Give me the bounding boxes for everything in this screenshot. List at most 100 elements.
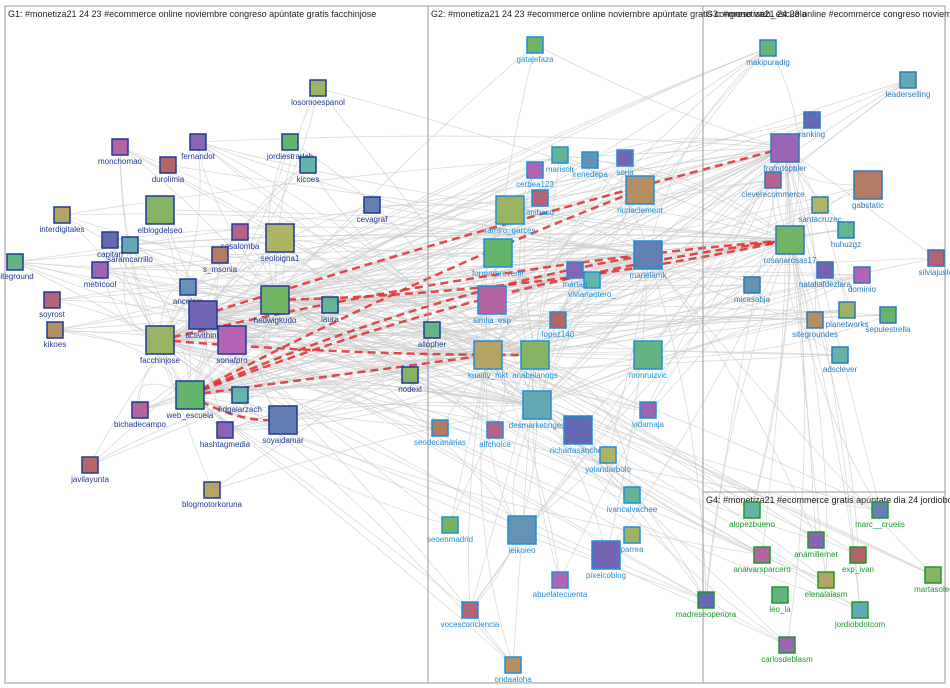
node-label: marc__crueiis	[855, 520, 905, 529]
node-monruizvic[interactable]: monruizvic	[629, 341, 667, 380]
node-avatar	[160, 157, 176, 173]
node-label: dominio	[848, 285, 877, 294]
node-avatar	[44, 292, 60, 308]
node-simlia-esp[interactable]: simlia_esp	[473, 286, 511, 325]
node-label: martasoler	[914, 585, 950, 594]
node-avatar	[176, 381, 204, 409]
node-avatar	[765, 172, 781, 188]
node-label: sonafpro	[216, 356, 248, 365]
node-leo-la[interactable]: leo_la	[769, 587, 791, 614]
node-label: blogmotorkoruna	[182, 500, 243, 509]
node-avatar	[817, 262, 833, 278]
node-label: gabstatic	[852, 201, 884, 210]
node-label: abuelatecuenta	[533, 590, 588, 599]
node-avatar	[779, 637, 795, 653]
node-marielamk[interactable]: marielamk	[630, 241, 668, 280]
node-label: durolimia	[152, 175, 185, 184]
node-avatar	[854, 171, 882, 199]
node-label: elenalaiasm	[805, 590, 848, 599]
node-label: web_escuela	[166, 411, 214, 420]
node-label: allopher	[418, 340, 447, 349]
node-label: leo_la	[769, 605, 791, 614]
node-label: seoenmadrid	[427, 535, 473, 544]
node-label: bichadecampo	[114, 420, 167, 429]
node-avatar	[850, 547, 866, 563]
node-avatar	[322, 297, 338, 313]
node-label: s_msonia	[203, 265, 238, 274]
node-avatar	[640, 402, 656, 418]
node-avatar	[626, 176, 654, 204]
node-avatar	[132, 402, 148, 418]
node-avatar	[523, 391, 551, 419]
node-label: pixelcoblog	[586, 571, 626, 580]
node-label: ondaaloha	[494, 675, 532, 684]
panel-title-g4: G4: #monetiza21 #ecommerce gratis apúnta…	[706, 495, 950, 505]
node-laura[interactable]: laura	[321, 297, 339, 324]
node-soria[interactable]: soria	[616, 150, 634, 177]
node-label: monruizvic	[629, 371, 667, 380]
node-label: marielamk	[630, 271, 668, 280]
node-parrea[interactable]: parrea	[620, 527, 644, 554]
node-kicoes[interactable]: kicoes	[297, 157, 320, 184]
node-avatar	[744, 277, 760, 293]
node-label: marisolr	[546, 165, 575, 174]
node-label: leikoleo	[508, 546, 536, 555]
node-label: formarprevenir	[472, 269, 524, 278]
node-label: kikoes	[44, 340, 67, 349]
node-avatar	[47, 322, 63, 338]
node-label: micasabja	[734, 295, 771, 304]
node-label: alopezbueno	[729, 520, 775, 529]
node-activithink[interactable]: activithink	[185, 301, 221, 340]
node-label: carlosdeblasm	[761, 655, 813, 664]
node-label: vidamaja	[632, 420, 665, 429]
node-kuality-mkt[interactable]: kuality_mkt	[468, 341, 509, 380]
node-label: cleverecommerce	[741, 190, 805, 199]
node-avatar	[832, 347, 848, 363]
node-avatar	[204, 482, 220, 498]
node-avatar	[112, 139, 128, 155]
node-label: elblogdelseo	[138, 226, 183, 235]
node-label: yolandarbolo	[585, 465, 631, 474]
node-label: santacruzec	[798, 215, 841, 224]
node-avatar	[54, 207, 70, 223]
node-avatar	[839, 302, 855, 318]
node-label: interdigitales	[40, 225, 85, 234]
node-nodexl[interactable]: nodexl	[398, 367, 422, 394]
node-sonafpro[interactable]: sonafpro	[216, 326, 248, 365]
node-label: fernandot	[181, 152, 216, 161]
node-avatar	[808, 532, 824, 548]
node-avatar	[852, 602, 868, 618]
node-avatar	[7, 254, 23, 270]
node-avatar	[634, 241, 662, 269]
node-kikoes[interactable]: kikoes	[44, 322, 67, 349]
node-label: huhuzgz	[831, 240, 861, 249]
node-label: ivancalvachee	[607, 505, 658, 514]
node-leikoleo[interactable]: leikoleo	[508, 516, 536, 555]
node-avatar	[567, 262, 583, 278]
node-label: kuality_mkt	[468, 371, 509, 380]
node-label: planetworks	[826, 320, 869, 329]
node-label: martag	[563, 280, 588, 289]
node-avatar	[804, 112, 820, 128]
node-label: lopez140	[542, 330, 575, 339]
node-facchinjose[interactable]: facchinjose	[140, 326, 181, 365]
node-label: vocesconciencia	[441, 620, 500, 629]
node-avatar	[771, 134, 799, 162]
node-seoloigna1[interactable]: seoloigna1	[261, 224, 300, 263]
node-label: hedwigkudo	[254, 316, 297, 325]
node-avatar	[624, 487, 640, 503]
node-label: silviajusto	[919, 268, 950, 277]
node-avatar	[617, 150, 633, 166]
node-label: metricool	[84, 280, 117, 289]
node-avatar	[880, 307, 896, 323]
node-label: adsclever	[823, 365, 858, 374]
node-avatar	[928, 250, 944, 266]
node-label: nuriaclement	[617, 206, 664, 215]
node-label: madreseoperiora	[676, 610, 737, 619]
node-martag[interactable]: martag	[563, 262, 588, 289]
node-label: desmarketinges	[509, 421, 565, 430]
node-avatar	[807, 312, 823, 328]
node-gabstatic[interactable]: gabstatic	[852, 171, 884, 210]
node-label: irenedepa	[572, 170, 608, 179]
node-label: cerbea123	[516, 180, 554, 189]
